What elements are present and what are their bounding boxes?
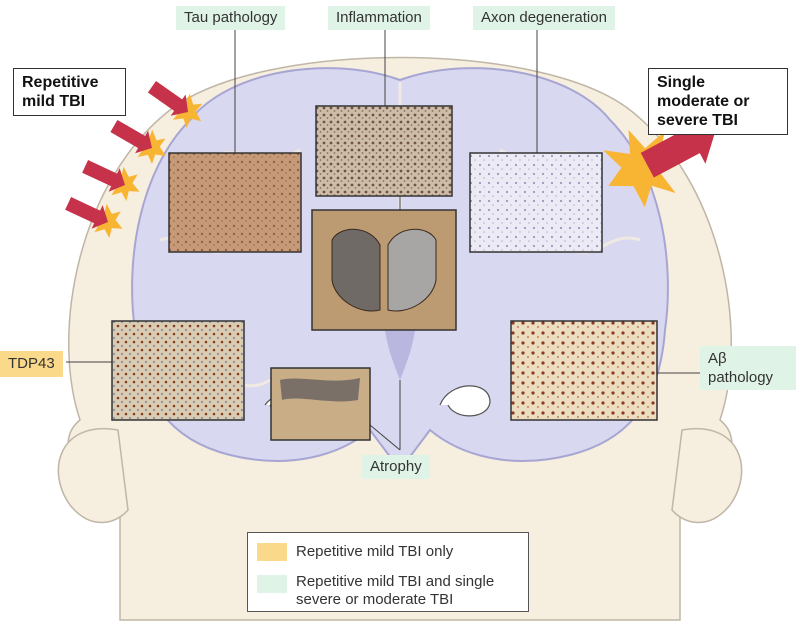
repetitive-impact-arrows [65, 81, 203, 239]
repetitive-mild-tbi-label: Repetitive mild TBI [13, 68, 126, 116]
legend-green-swatch [257, 575, 287, 593]
left-ear [57, 427, 129, 524]
legend-green-text: Repetitive mild TBI and single severe or… [296, 573, 495, 608]
atrophy-label: Atrophy [362, 455, 430, 479]
brain-section-photo [311, 209, 457, 331]
tau-pathology-label: Tau pathology [176, 6, 286, 30]
atrophy-photo [270, 367, 371, 441]
legend-orange-text: Repetitive mild TBI only [296, 543, 454, 560]
single-severe-tbi-label: Single moderate or severe TBI [648, 68, 788, 135]
tdp43-micrograph [111, 320, 245, 421]
inflammation-label: Inflammation [328, 6, 430, 30]
abeta-pathology-label: Aβ pathology [700, 346, 796, 390]
abeta-micrograph [510, 320, 658, 421]
leader-lines [66, 28, 700, 451]
legend: Repetitive mild TBI only Repetitive mild… [247, 532, 529, 612]
right-hippocampus [439, 385, 491, 417]
axon-micrograph [469, 152, 603, 253]
inflammation-micrograph [315, 105, 453, 197]
tau-micrograph [168, 152, 302, 253]
tdp43-label: TDP43 [0, 351, 63, 377]
right-ear [671, 427, 743, 524]
legend-orange-swatch [257, 543, 287, 561]
axon-degeneration-label: Axon degeneration [473, 6, 615, 30]
